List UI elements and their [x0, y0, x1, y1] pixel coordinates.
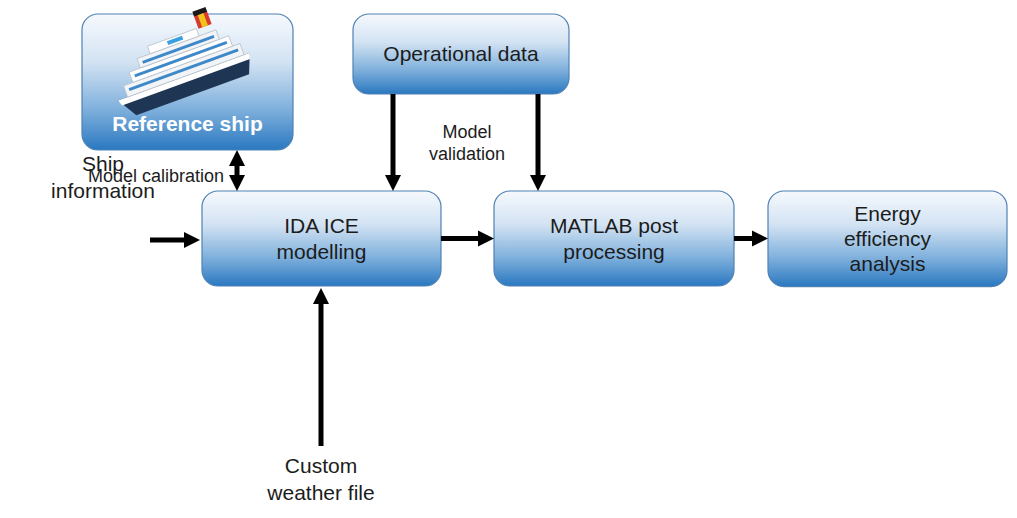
process-box: Energy efficiency analysis — [768, 191, 1007, 287]
windows — [121, 29, 238, 91]
box-label: MATLAB post processing — [545, 213, 683, 263]
box-fill — [768, 191, 1007, 287]
flow-arrow — [235, 160, 240, 181]
process-box: IDA ICE modelling — [202, 191, 441, 286]
box-fill — [353, 14, 569, 94]
flow-arrow — [536, 94, 541, 181]
input-arrow — [150, 238, 190, 243]
input-arrow — [319, 298, 324, 446]
box-label: Operational data — [383, 41, 538, 66]
pool — [167, 36, 183, 45]
reference-box: Reference ship — [82, 14, 293, 150]
process-box: MATLAB post processing — [494, 191, 734, 286]
box-fill — [82, 14, 293, 150]
box-fill — [494, 191, 734, 286]
spacer — [298, 446, 321, 447]
flow-arrow — [441, 236, 484, 241]
flow-arrow — [391, 94, 396, 181]
box-label: Reference ship — [112, 111, 263, 136]
cruise-ship — [98, 0, 256, 119]
funnel-stripe — [198, 13, 208, 27]
input-label: Custom weather file — [246, 452, 396, 507]
input-label: Ship information — [43, 150, 163, 205]
process-box: Operational data — [353, 14, 569, 94]
box-fill — [202, 191, 441, 286]
edge-label: Model validation — [417, 121, 517, 166]
box-label: Energy efficiency analysis — [828, 201, 948, 277]
flow-arrow — [734, 236, 758, 241]
box-label: IDA ICE modelling — [266, 213, 378, 263]
